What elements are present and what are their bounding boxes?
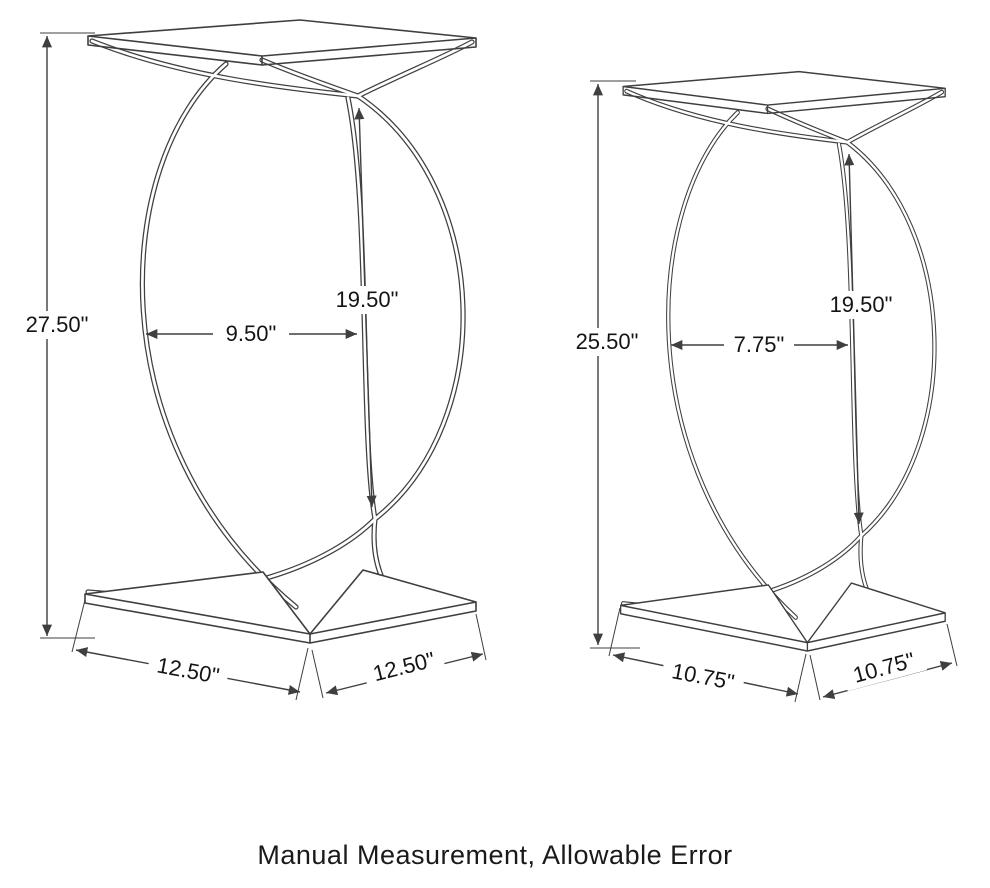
dim-inner-width-small: 7.75" — [671, 331, 848, 359]
dim-base-front-large-label: 12.50" — [155, 652, 221, 688]
dim-height-small: 25.50" — [569, 80, 646, 649]
dim-base-side-large: 12.50" — [311, 613, 487, 699]
dim-inner-height-large: 19.50" — [328, 107, 406, 508]
dim-inner-height-small: 19.50" — [822, 153, 900, 525]
dim-inner-width-small-label: 7.75" — [734, 332, 785, 357]
dim-inner-width-large: 9.50" — [146, 320, 357, 348]
dim-height-small-label: 25.50" — [576, 329, 639, 354]
dim-height-large-label: 27.50" — [26, 312, 89, 337]
small-table-drawing — [621, 72, 946, 651]
dim-inner-height-small-label: 19.50" — [830, 292, 893, 317]
dim-height-large: 27.50" — [19, 32, 96, 639]
caption-text: Manual Measurement, Allowable Error — [257, 840, 733, 870]
dim-inner-height-large-label: 19.50" — [336, 287, 399, 312]
dim-inner-width-large-label: 9.50" — [226, 321, 277, 346]
